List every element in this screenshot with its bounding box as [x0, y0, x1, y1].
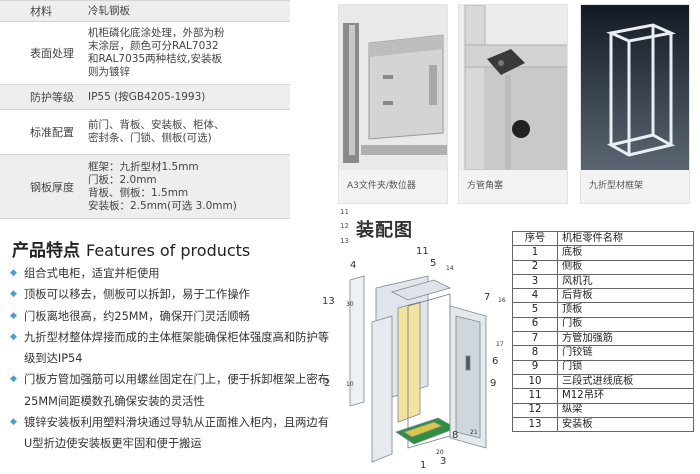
spec-row-surface: 表面处理 机柜磷化底涂处理，外部为粉 末涂层，颜色可分RAL7032 和RAL7… — [0, 22, 290, 85]
photo-corner-plug: 方管角塞 — [458, 4, 568, 204]
callout: 14 — [446, 265, 454, 272]
spec-row-thickness: 钢板厚度 框架：九折型材1.5mm 门板：2.0mm 背板、侧板：1.5mm 安… — [0, 155, 290, 219]
features-list: ◆组合式电柜，适宜并柜使用 ◆顶板可以移去，侧板可以拆卸，易于工作操作 ◆门板离… — [10, 263, 330, 455]
callout: 3 — [440, 456, 446, 467]
spec-value: 冷轧钢板 — [88, 4, 130, 17]
assembly-diagram: 11 5 14 4 13 30 7 6 9 16 2 17 8 10 3 20 … — [316, 236, 506, 471]
callout: 7 — [484, 292, 490, 303]
spec-value: 框架：九折型材1.5mm 门板：2.0mm 背板、侧板：1.5mm 安装板：2.… — [88, 160, 237, 212]
callout: 4 — [350, 260, 356, 271]
assembly-title: 装配图 — [356, 220, 413, 241]
bullet-icon: ◆ — [10, 289, 17, 300]
side-number: 12 — [340, 222, 349, 230]
callout: 21 — [470, 429, 478, 436]
bullet-icon: ◆ — [10, 374, 17, 385]
list-item: ◆顶板可以移去，侧板可以拆卸，易于工作操作 — [10, 284, 330, 305]
spec-value: 机柜磷化底涂处理，外部为粉 末涂层，颜色可分RAL7032 和RAL7035两种… — [88, 27, 225, 78]
features-title-cn: 产品特点 — [12, 241, 80, 261]
list-item: ◆门板方管加强筋可以用螺丝固定在门上，便于拆卸框架上密布25MM间距模数孔确保安… — [10, 369, 330, 412]
callout: 10 — [346, 381, 354, 388]
callout: 20 — [436, 449, 444, 456]
spec-label: 材料 — [30, 5, 52, 18]
list-item: ◆九折型材整体焊接而成的主体框架能确保柜体强度高和防护等级到达IP54 — [10, 327, 330, 370]
features-title-en: Features of products — [86, 241, 251, 260]
spec-value: 前门、背板、安装板、柜体、 密封条、门锁、侧板(可选) — [88, 119, 225, 144]
callout: 17 — [496, 341, 504, 348]
callout: 9 — [490, 378, 496, 389]
spec-row-material: 材料 冷轧钢板 — [0, 0, 290, 22]
table-header: 序号 机柜零件名称 — [512, 230, 694, 247]
photo-a3-holder: A3文件夹/数位器 — [338, 4, 448, 204]
callout: 1 — [420, 460, 426, 470]
photo-image — [459, 5, 567, 170]
callout: 30 — [346, 301, 354, 308]
spec-value: IP55 (按GB4205-1993) — [88, 90, 206, 103]
side-number: 11 — [340, 208, 349, 216]
spec-label: 钢板厚度 — [30, 180, 74, 194]
bullet-icon: ◆ — [10, 310, 17, 321]
spec-label: 防护等级 — [30, 91, 74, 104]
bullet-icon: ◆ — [10, 417, 17, 428]
callout: 13 — [322, 296, 335, 307]
callout: 6 — [492, 356, 498, 367]
callout: 8 — [452, 430, 458, 441]
bullet-icon: ◆ — [10, 331, 17, 342]
spec-row-standard: 标准配置 前门、背板、安装板、柜体、 密封条、门锁、侧板(可选) — [0, 110, 290, 155]
callout: 16 — [498, 297, 506, 304]
photo-caption: 方管角塞 — [467, 181, 504, 191]
features-title: 产品特点 Features of products — [12, 236, 250, 261]
photo-frame: 九折型材框架 — [580, 4, 690, 204]
callout: 5 — [430, 258, 436, 269]
spec-label: 标准配置 — [30, 126, 74, 139]
callout: 11 — [416, 246, 429, 257]
bullet-icon: ◆ — [10, 268, 17, 278]
callout: 2 — [324, 378, 330, 389]
list-item: ◆镀锌安装板利用塑料滑块通过导轨从正面推入柜内，且两边有U型折边使安装板更牢固和… — [10, 412, 330, 455]
side-number: 13 — [340, 237, 349, 245]
photo-image — [339, 5, 447, 170]
photo-caption: A3文件夹/数位器 — [347, 181, 416, 191]
spec-table: 材料 冷轧钢板 表面处理 机柜磷化底涂处理，外部为粉 末涂层，颜色可分RAL70… — [0, 0, 290, 219]
list-item: ◆组合式电柜，适宜并柜使用 — [10, 263, 330, 284]
list-item: ◆门板离地很高，约25MM，确保开门灵活顺畅 — [10, 306, 330, 327]
photo-image — [581, 5, 689, 170]
photo-caption: 九折型材框架 — [589, 181, 644, 191]
spec-label: 表面处理 — [30, 47, 74, 60]
spec-row-protection: 防护等级 IP55 (按GB4205-1993) — [0, 85, 290, 110]
